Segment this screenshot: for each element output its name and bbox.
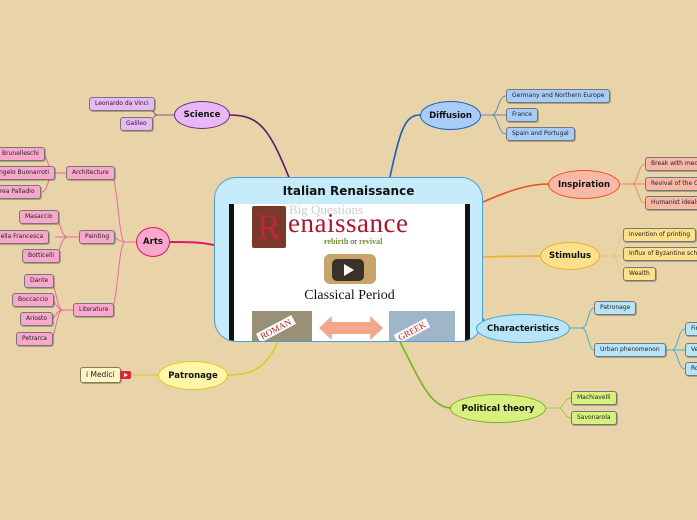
leaf-germany[interactable]: Germany and Northern Europe [506, 89, 611, 103]
leaf-byzantine[interactable]: Influx of Byzantine scholars [623, 247, 697, 261]
video-overlay-text: Big Questions [289, 204, 364, 217]
leaf-boccaccio[interactable]: Boccaccio [12, 293, 54, 307]
double-arrow-icon [319, 316, 383, 340]
topic-political-theory[interactable]: Political theory [450, 394, 546, 423]
leaf-wealth[interactable]: Wealth [623, 267, 656, 281]
central-title: Italian Renaissance [282, 184, 415, 198]
topic-arts[interactable]: Arts [136, 227, 170, 257]
leaf-break-medieval[interactable]: Break with medieval [645, 157, 697, 171]
leaf-char-patronage[interactable]: Patronage [594, 301, 637, 315]
leaf-revival-classical[interactable]: Revival of the Classical [645, 177, 697, 191]
leaf-michelangelo[interactable]: Michelangelo Buonarroti [0, 166, 55, 180]
leaf-machiavelli[interactable]: Machiavelli [571, 391, 617, 405]
video-subtitle: rebirth or revival [324, 237, 383, 246]
leaf-urban[interactable]: Urban phenomenon [594, 343, 666, 357]
leaf-piero[interactable]: Piero della Francesca [0, 230, 50, 244]
leaf-leonardo[interactable]: Leonardo da Vinci [89, 97, 155, 111]
leaf-petrarca[interactable]: Petrarca [16, 332, 53, 346]
embedded-video[interactable]: Big Questions R enaissance rebirth or re… [229, 204, 470, 341]
play-icon[interactable] [332, 259, 364, 281]
leaf-architecture[interactable]: Architecture [66, 166, 115, 180]
youtube-icon[interactable] [120, 371, 131, 379]
leaf-roma[interactable]: Roma [685, 362, 697, 376]
illuminated-initial: R [252, 206, 286, 248]
leaf-galileo[interactable]: Galileo [120, 117, 153, 131]
leaf-palladio[interactable]: Andrea Palladio [0, 185, 41, 199]
leaf-france[interactable]: France [506, 108, 538, 122]
topic-stimulus[interactable]: Stimulus [540, 242, 600, 270]
topic-science[interactable]: Science [174, 101, 230, 129]
leaf-medici[interactable]: i Medici [80, 367, 121, 383]
leaf-printing[interactable]: Invention of printing [623, 228, 697, 242]
leaf-humanist[interactable]: Humanist ideals [645, 196, 697, 210]
leaf-dante[interactable]: Dante [24, 274, 55, 288]
video-caption: Classical Period [304, 288, 395, 303]
video-heading: enaissance [288, 208, 409, 238]
leaf-spain[interactable]: Spain and Portugal [506, 127, 575, 141]
topic-characteristics[interactable]: Characteristics [476, 314, 570, 343]
leaf-ariosto[interactable]: Ariosto [20, 312, 54, 326]
topic-diffusion[interactable]: Diffusion [420, 101, 481, 130]
topic-inspiration[interactable]: Inspiration [548, 170, 620, 199]
leaf-venezia[interactable]: Venezia [685, 343, 697, 357]
leaf-savonarola[interactable]: Savonarola [571, 411, 617, 425]
leaf-masaccio[interactable]: Masaccio [19, 210, 59, 224]
leaf-botticelli[interactable]: Botticelli [22, 249, 61, 263]
leaf-brunelleschi[interactable]: Brunelleschi [0, 147, 45, 161]
leaf-literature[interactable]: Literature [73, 303, 115, 317]
central-topic[interactable]: Italian Renaissance Big Questions R enai… [214, 177, 483, 342]
leaf-painting[interactable]: Painting [79, 230, 116, 244]
topic-patronage[interactable]: Patronage [158, 361, 228, 390]
leaf-firenze[interactable]: Firenze [685, 322, 697, 336]
